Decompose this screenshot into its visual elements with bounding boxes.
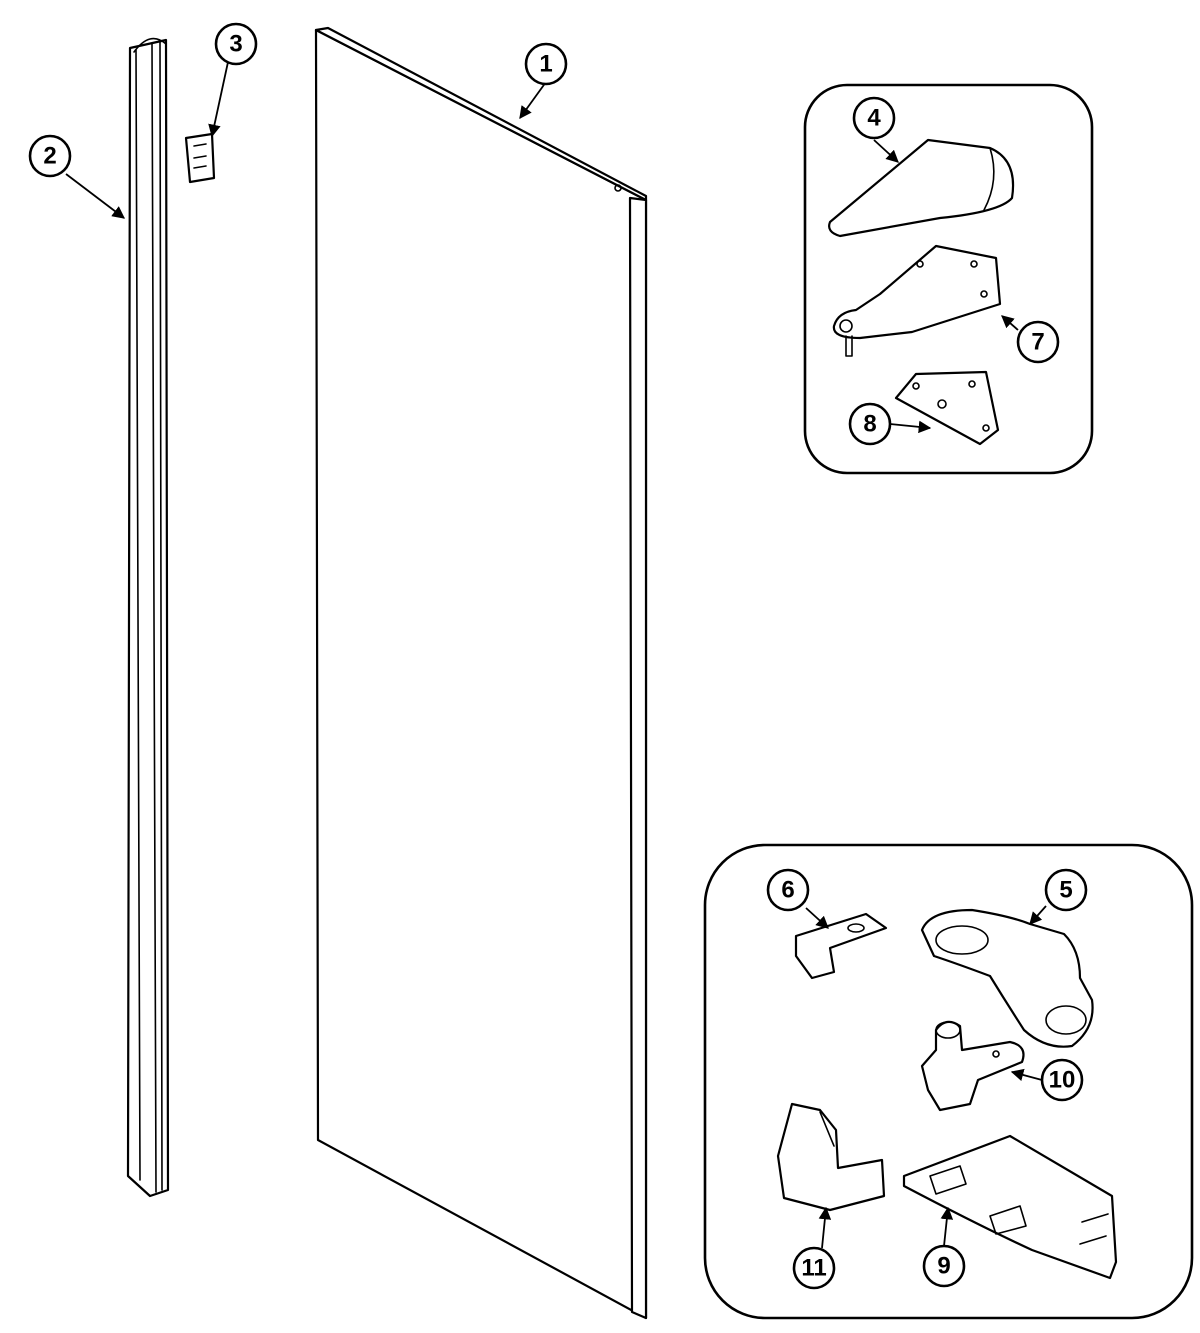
callout-6: 6 xyxy=(766,868,810,912)
svg-text:9: 9 xyxy=(937,1253,950,1280)
door-trim-strip xyxy=(126,37,170,1198)
callout-2: 2 xyxy=(28,134,72,178)
hinge-cover-bottom xyxy=(776,1102,886,1212)
svg-text:1: 1 xyxy=(539,51,552,78)
svg-text:3: 3 xyxy=(229,31,242,58)
top-hinge-plate xyxy=(832,244,1002,357)
hinge-cover-top xyxy=(828,138,1015,238)
lower-hinge-bracket xyxy=(902,1134,1118,1280)
svg-text:11: 11 xyxy=(801,1255,826,1282)
callout-3: 3 xyxy=(214,22,258,66)
callout-10: 10 xyxy=(1040,1058,1084,1102)
door-clip xyxy=(184,132,216,184)
svg-text:2: 2 xyxy=(43,143,56,170)
hinge-pin xyxy=(920,1020,1025,1112)
svg-text:5: 5 xyxy=(1059,877,1072,904)
callout-9: 9 xyxy=(922,1244,966,1288)
door-panel xyxy=(314,26,648,1320)
hinge-cam xyxy=(920,908,1094,1048)
svg-text:4: 4 xyxy=(867,105,881,132)
svg-text:8: 8 xyxy=(863,411,876,438)
hinge-shim xyxy=(894,370,1000,446)
svg-text:7: 7 xyxy=(1031,329,1044,356)
callout-4: 4 xyxy=(852,96,896,140)
callout-5: 5 xyxy=(1044,868,1088,912)
callout-11: 11 xyxy=(792,1246,836,1290)
callout-7: 7 xyxy=(1016,320,1060,364)
svg-text:6: 6 xyxy=(781,877,794,904)
small-bracket xyxy=(794,912,888,980)
svg-text:10: 10 xyxy=(1049,1067,1076,1094)
callout-1: 1 xyxy=(524,42,568,86)
callout-8: 8 xyxy=(848,402,892,446)
